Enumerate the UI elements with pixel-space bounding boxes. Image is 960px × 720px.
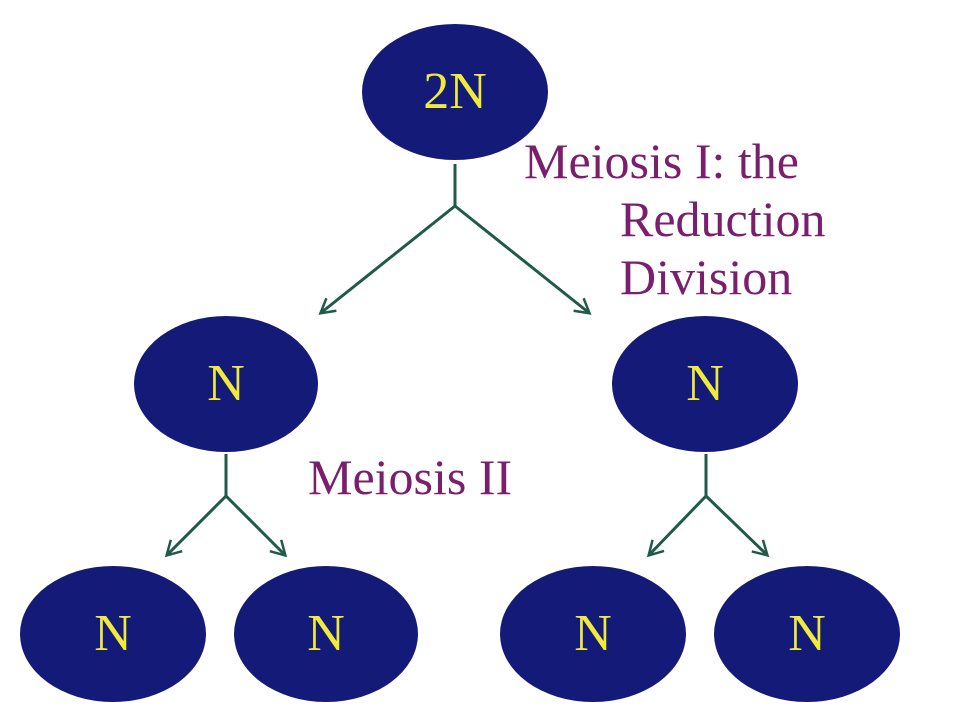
gamete-cell-label: N <box>307 605 345 662</box>
meiosis-two-label: Meiosis II <box>308 449 513 505</box>
daughter-cell-left: N <box>134 316 318 452</box>
gamete-cell-label: N <box>94 605 132 662</box>
gamete-cell-label: N <box>574 605 612 662</box>
meiosis-one-label-line-2: Reduction <box>620 191 826 247</box>
gamete-cell-1: N <box>20 566 206 702</box>
meiosis-one-label-line-3: Division <box>620 249 793 305</box>
parent-cell-label: 2N <box>423 63 487 120</box>
arrow-to-right-n <box>454 204 592 315</box>
arrow-to-left-n <box>318 204 456 315</box>
arrow-to-n-3 <box>646 494 708 558</box>
daughter-cell-right: N <box>612 316 798 452</box>
gamete-cell-3: N <box>500 566 686 702</box>
meiosis-one-label-line-1: Meiosis I: the <box>524 133 799 189</box>
daughter-cell-label: N <box>686 355 724 412</box>
daughter-cell-label: N <box>207 355 245 412</box>
gamete-cell-label: N <box>788 605 826 662</box>
gamete-cell-2: N <box>234 566 418 702</box>
arrow-to-n-1 <box>164 494 228 558</box>
arrow-to-n-4 <box>704 494 770 558</box>
arrow-to-n-2 <box>224 494 288 558</box>
gamete-cell-4: N <box>714 566 900 702</box>
parent-cell-2n: 2N <box>362 24 548 160</box>
